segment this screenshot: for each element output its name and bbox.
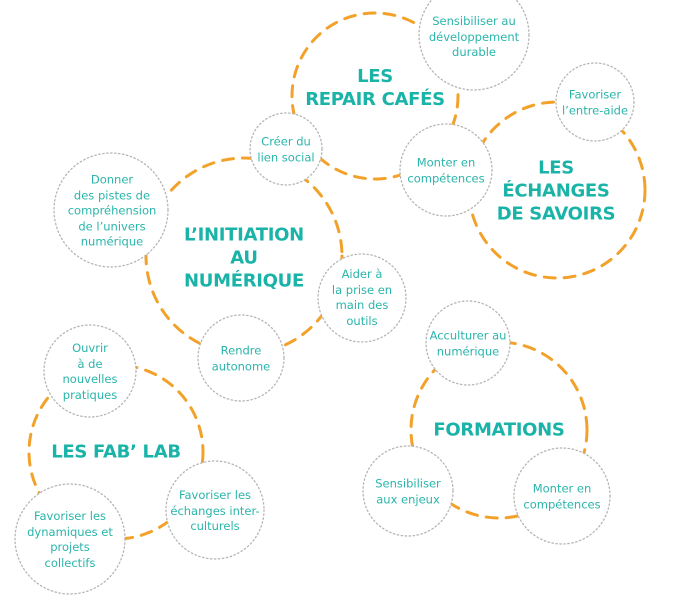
bubble-ring-donner-pistes	[53, 152, 169, 268]
bubble-favoriser-dynamiques: Favoriser les dynamiques et projets coll…	[27, 509, 113, 570]
bubble-monter-competences-2: Monter en compétences	[523, 481, 601, 512]
ring-repair-cafes	[290, 11, 460, 181]
bubble-ring-ouvrir-pratiques	[43, 324, 137, 418]
bubble-ring-sensibiliser-enjeux	[362, 445, 454, 537]
bubble-sensibiliser-dev-durable: Sensibiliser au développement durable	[428, 13, 520, 59]
bubble-ouvrir-pratiques: Ouvrir à de nouvelles pratiques	[62, 341, 118, 402]
hub-title-fab-lab: LES FAB’ LAB	[51, 441, 181, 463]
ring-formations	[409, 340, 589, 520]
ring-initiation-numerique	[144, 156, 344, 356]
bubble-rendre-autonome: Rendre autonome	[211, 343, 271, 374]
bubble-ring-monter-competences-1	[399, 123, 493, 217]
bubble-monter-competences-1: Monter en compétences	[407, 155, 485, 186]
bubble-ring-acculturer-numerique	[425, 300, 511, 386]
bubble-favoriser-echanges-interculturels: Favoriser les échanges inter- culturels	[170, 487, 260, 533]
bubble-ring-aider-prise-en-main	[317, 253, 407, 343]
bubble-favoriser-entraide: Favoriser l’entre-aide	[561, 87, 629, 118]
bubble-donner-pistes: Donner des pistes de compréhension de l’…	[67, 172, 157, 249]
hub-title-initiation-numerique: L’INITIATION AU NUMÉRIQUE	[184, 224, 304, 292]
hub-title-formations: FORMATIONS	[433, 419, 565, 441]
bubble-ring-favoriser-dynamiques	[14, 483, 126, 595]
hub-title-repair-cafes: LES REPAIR CAFÉS	[305, 66, 445, 110]
bubble-aider-prise-en-main: Aider à la prise en main des outils	[331, 267, 393, 328]
bubble-ring-favoriser-echanges-interculturels	[165, 460, 265, 560]
bubble-ring-rendre-autonome	[197, 314, 285, 402]
bubble-ring-favoriser-entraide	[555, 62, 635, 142]
bubble-ring-sensibiliser-dev-durable	[418, 0, 530, 91]
bubble-acculturer-numerique: Acculturer au numérique	[429, 328, 507, 359]
bubble-creer-lien-social: Créer du lien social	[257, 134, 315, 165]
bubble-sensibiliser-enjeux: Sensibiliser aux enjeux	[375, 476, 441, 507]
ring-echanges-savoirs	[467, 100, 647, 280]
bubble-ring-monter-competences-2	[513, 447, 611, 545]
bubble-ring-creer-lien-social	[249, 112, 323, 186]
hub-title-echanges-savoirs: LES ÉCHANGES DE SAVOIRS	[496, 157, 616, 225]
